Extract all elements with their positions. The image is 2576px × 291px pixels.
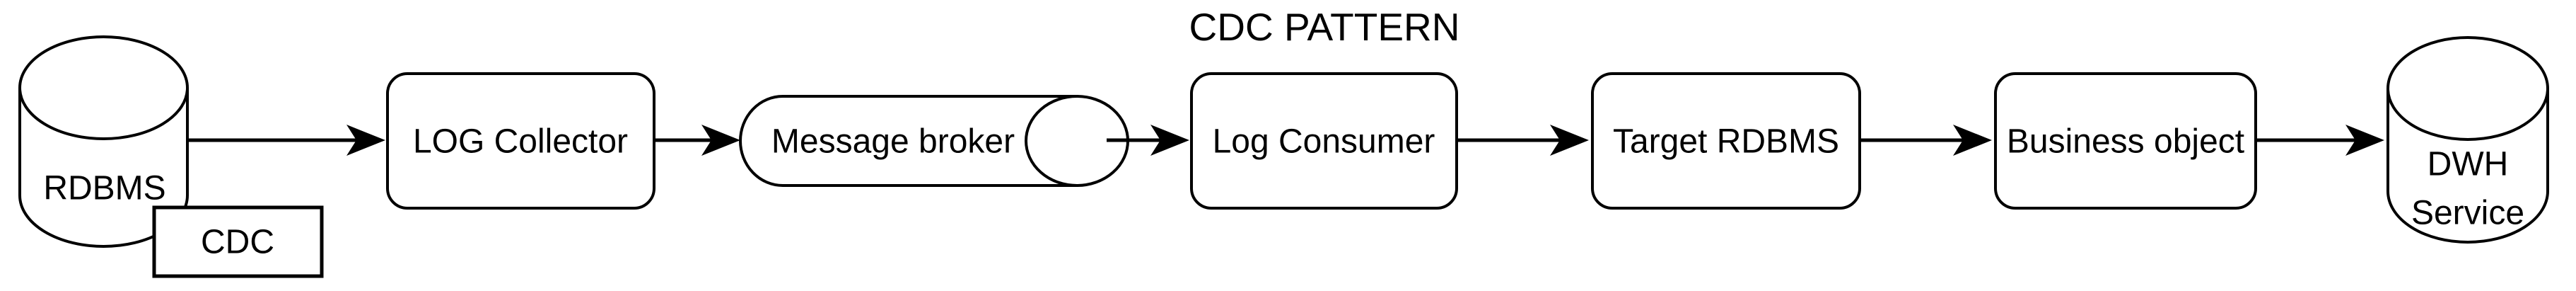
dwh-service-label-line1: DWH [2428, 146, 2509, 183]
node-rdbms: RDBMS [18, 35, 189, 248]
arrow-log-collector-to-message-broker [654, 125, 740, 156]
node-dwh-service: DWH Service [2386, 36, 2549, 244]
message-broker-body-shape [739, 95, 1077, 187]
cdc-label: CDC [201, 224, 274, 261]
cdc-box-shape [152, 205, 324, 278]
arrow-rdbms-to-log-collector [187, 125, 385, 156]
node-cdc: CDC [152, 205, 324, 278]
arrow-head-icon [1953, 125, 1992, 156]
arrow-head-icon [1550, 125, 1589, 156]
arrow-business-object-to-dwh-service [2256, 125, 2384, 156]
node-log-consumer: Log Consumer [1190, 72, 1458, 210]
log-collector-label: LOG Collector [413, 123, 628, 161]
arrow-head-icon [1150, 125, 1189, 156]
arrow-target-rdbms-to-business-object [1860, 125, 1992, 156]
dwh-service-label-line2: Service [2411, 195, 2524, 232]
arrow-head-icon [2345, 125, 2384, 156]
dwh-cylinder-rim [2386, 88, 2549, 141]
log-consumer-label: Log Consumer [1213, 123, 1435, 161]
arrow-log-consumer-to-target-rdbms [1457, 125, 1589, 156]
node-business-object: Business object [1994, 72, 2257, 210]
diagram-title: CDC PATTERN [1189, 5, 1460, 49]
message-broker-label: Message broker [771, 123, 1015, 161]
arrow-head-icon [346, 125, 385, 156]
node-target-rdbms: Target RDBMS [1591, 72, 1861, 210]
node-log-collector: LOG Collector [386, 72, 655, 210]
arrow-head-icon [701, 125, 740, 156]
arrow-message-broker-to-log-consumer [1107, 125, 1189, 156]
target-rdbms-label: Target RDBMS [1613, 123, 1839, 161]
rdbms-label: RDBMS [43, 170, 165, 207]
node-message-broker: Message broker [739, 95, 1129, 187]
rdbms-cylinder-rim [18, 87, 189, 140]
rdbms-cylinder-shape [18, 35, 189, 248]
business-object-label: Business object [2007, 123, 2244, 161]
